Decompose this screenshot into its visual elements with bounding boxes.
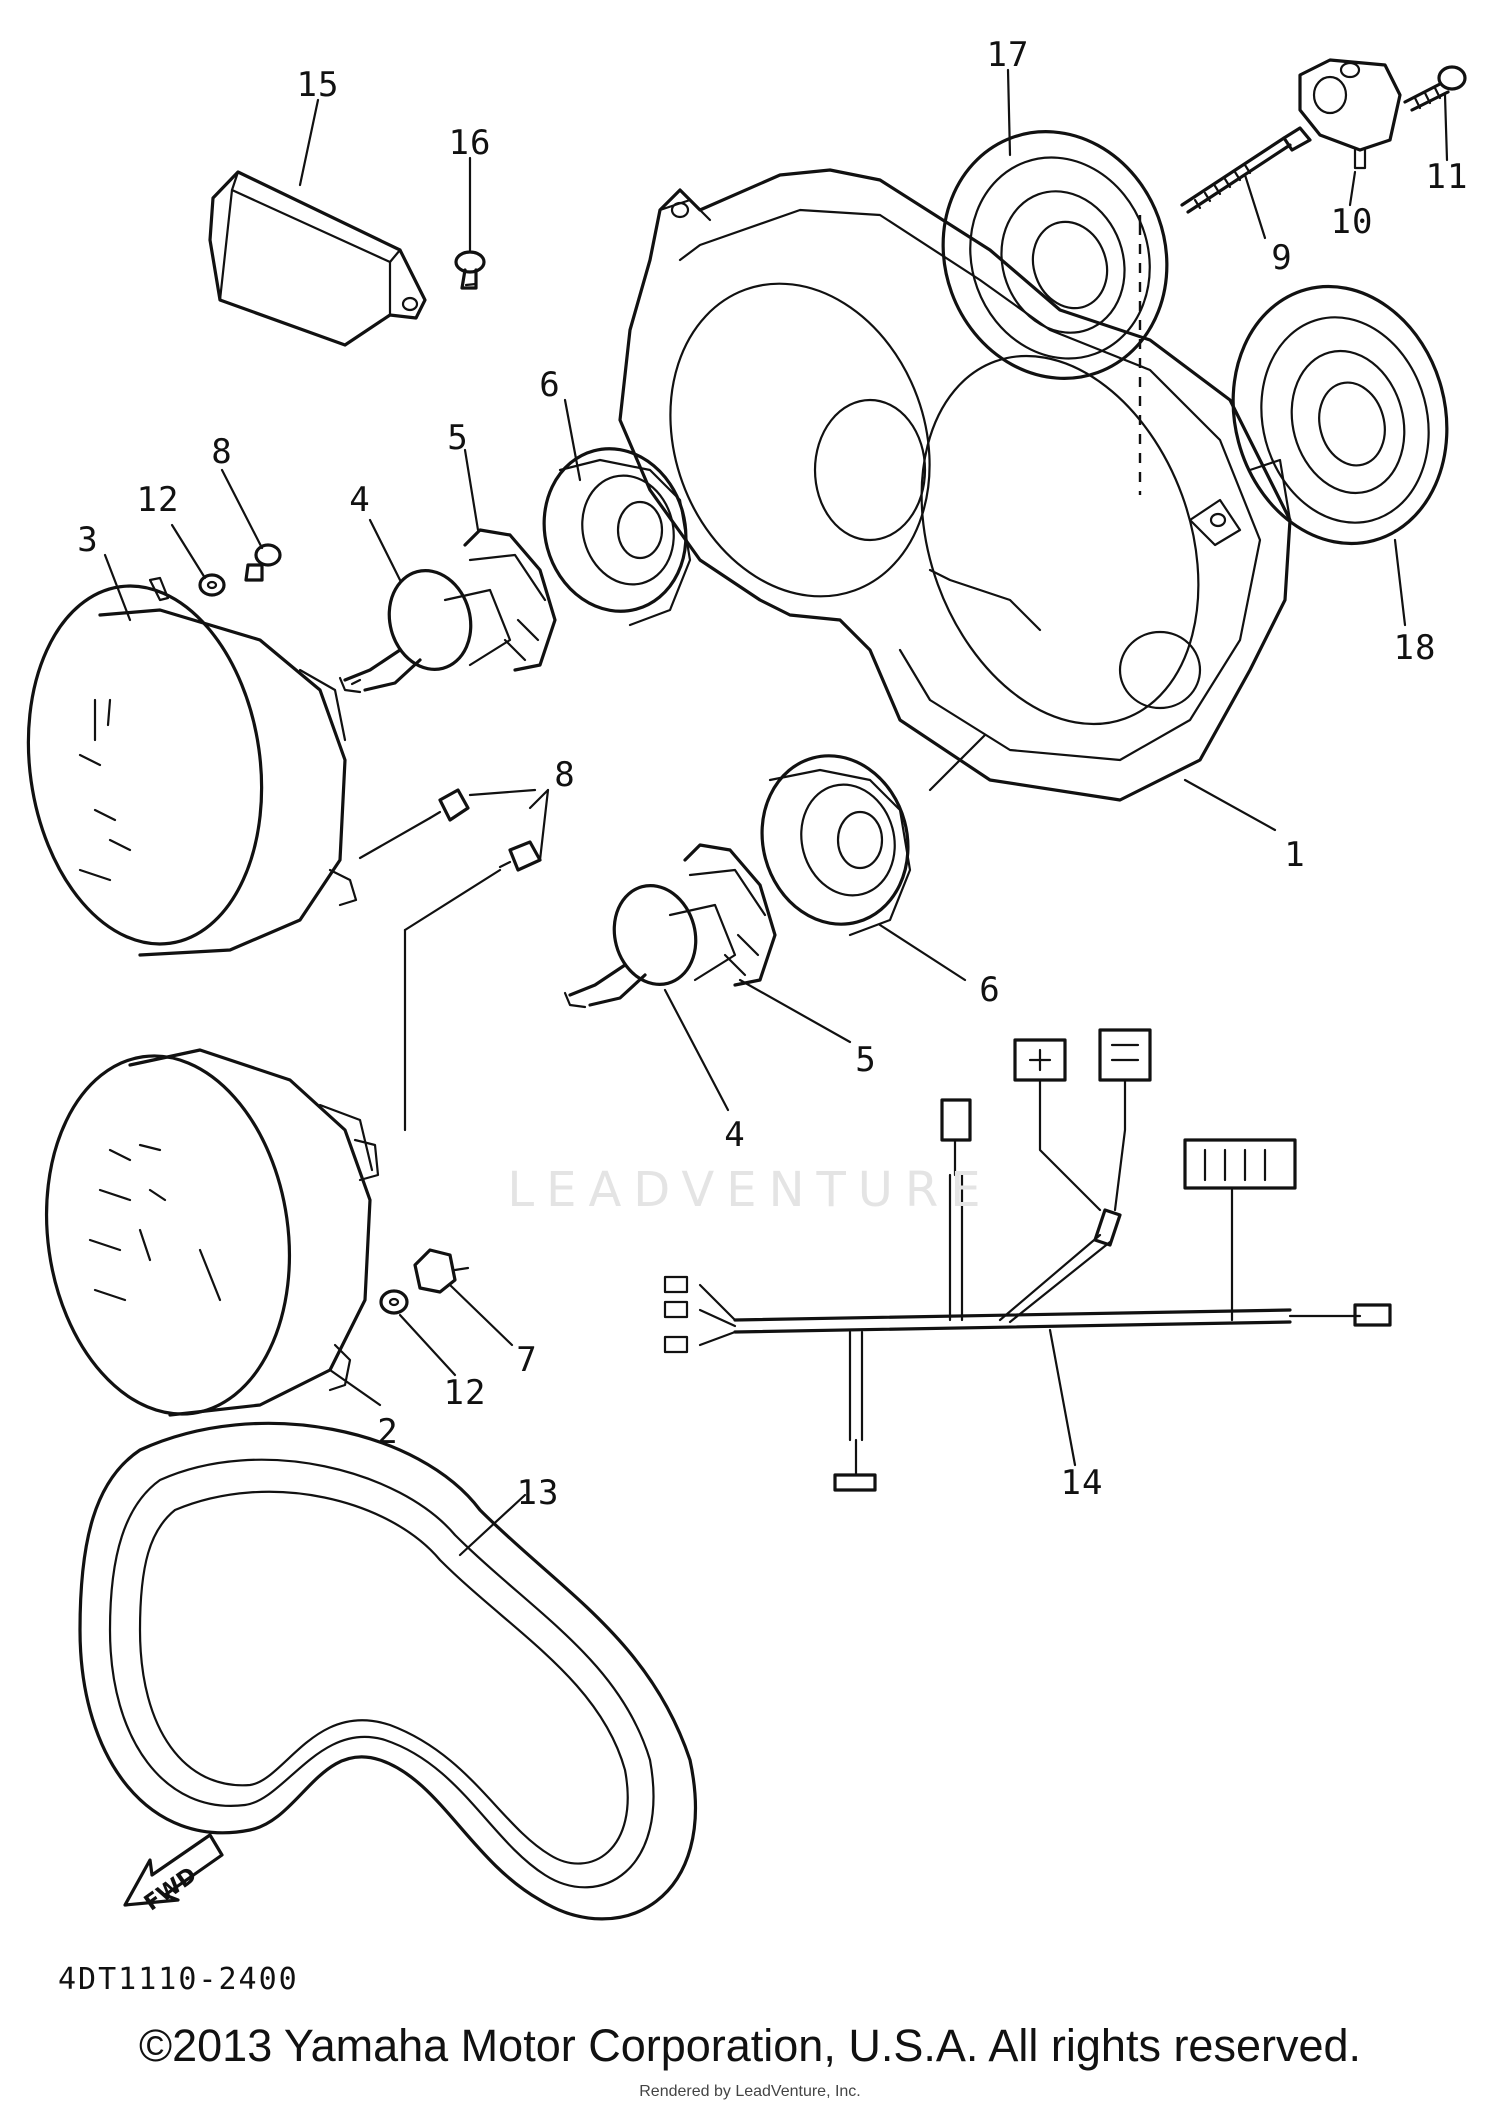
part-8-bolts-mid: [358, 788, 550, 872]
callout-1[interactable]: 1: [1284, 835, 1306, 875]
part-2-headlight-lower: [44, 1048, 380, 1417]
part-7-bulb-socket: [413, 1248, 470, 1294]
part-5-holder-lower: [683, 843, 777, 987]
part-14-wire-harness: [663, 1028, 1392, 1492]
part-18-bezel-lower: [1231, 284, 1449, 546]
callout-18[interactable]: 18: [1393, 628, 1437, 668]
callout-12-lower[interactable]: 12: [443, 1373, 487, 1413]
part-4-bulb-upper: [338, 569, 512, 694]
callout-6-lower[interactable]: 6: [979, 970, 1001, 1010]
part-3-headlight-upper: [26, 576, 358, 957]
callout-7[interactable]: 7: [516, 1340, 538, 1380]
callout-3[interactable]: 3: [77, 520, 99, 560]
callout-5-upper[interactable]: 5: [447, 418, 469, 458]
callout-13[interactable]: 13: [516, 1473, 560, 1513]
copyright-notice: ©2013 Yamaha Motor Corporation, U.S.A. A…: [138, 2020, 1362, 2071]
part-9-adjust-bolt: [1180, 126, 1312, 214]
part-5-holder-upper: [463, 528, 557, 672]
callout-4-upper[interactable]: 4: [349, 480, 371, 520]
callout-15[interactable]: 15: [296, 65, 340, 105]
part-15-light-housing: [208, 170, 427, 347]
leader-lines: [103, 68, 1449, 1557]
fwd-arrow: [123, 1833, 224, 1907]
callout-2[interactable]: 2: [377, 1412, 399, 1452]
callout-5-lower[interactable]: 5: [855, 1040, 877, 1080]
part-6-socket-lower: [760, 754, 912, 937]
callout-12-upper[interactable]: 12: [136, 480, 180, 520]
callout-14[interactable]: 14: [1060, 1463, 1104, 1503]
part-10-bracket: [1298, 58, 1402, 170]
part-6-socket-upper: [542, 447, 692, 627]
part-12-washer-upper: [198, 573, 226, 597]
part-12-washer-lower: [379, 1289, 409, 1315]
callout-11[interactable]: 11: [1425, 157, 1469, 197]
watermark: LEADVENTURE: [507, 1162, 993, 1218]
leader-8-mid: [403, 868, 502, 932]
part-13-bezel-frame: [78, 1421, 697, 1921]
part-11-screw: [1403, 65, 1467, 112]
callout-8-mid[interactable]: 8: [554, 755, 576, 795]
callout-9[interactable]: 9: [1271, 238, 1293, 278]
part-8-bolt-upper: [244, 543, 282, 582]
part-1-headlight-body: [618, 168, 1292, 802]
callout-4-lower[interactable]: 4: [724, 1115, 746, 1155]
callout-8-upper[interactable]: 8: [211, 432, 233, 472]
callout-17[interactable]: 17: [986, 35, 1030, 75]
rendered-by-credit: Rendered by LeadVenture, Inc.: [639, 2083, 861, 2100]
callout-16[interactable]: 16: [448, 123, 492, 163]
callout-10[interactable]: 10: [1330, 202, 1374, 242]
part-4-bulb-lower: [563, 884, 737, 1009]
callout-6-upper[interactable]: 6: [539, 365, 561, 405]
diagram-code: 4DT1110-2400: [58, 1962, 299, 1997]
part-16-screw: [454, 250, 486, 290]
part-17-bezel-upper: [941, 130, 1169, 380]
